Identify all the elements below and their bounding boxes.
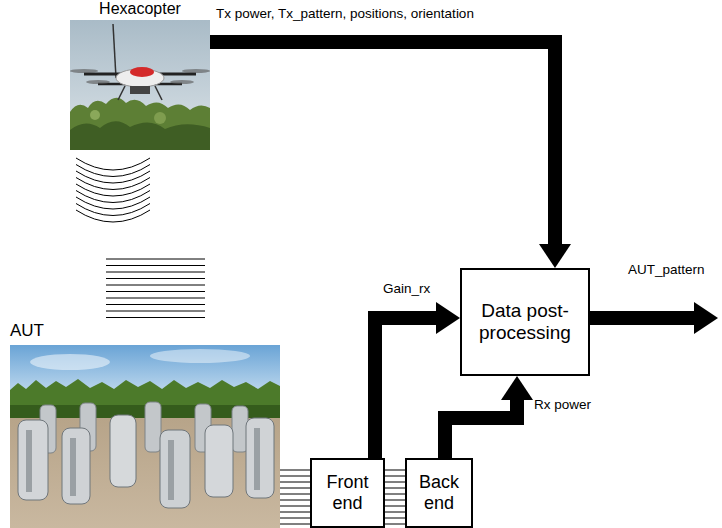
cable-line: [385, 512, 405, 513]
arrow-shaft: [445, 400, 517, 458]
process-box: Data post-processing: [460, 268, 590, 376]
wave: [106, 259, 205, 260]
output-arrow: [590, 302, 718, 334]
gimbal: [130, 86, 150, 94]
cable-bundle: [280, 470, 310, 524]
photo-title: Hexacopter: [70, 0, 210, 18]
cable-line: [385, 476, 405, 477]
cable-line: [280, 476, 310, 477]
wave: [106, 291, 205, 292]
wave: [106, 278, 205, 279]
wave: [76, 158, 150, 170]
antenna-panel: [246, 418, 274, 498]
wave: [76, 184, 150, 196]
hexacopter-photo: [70, 20, 210, 150]
signal-label: Tx power, Tx_pattern, positions, orienta…: [216, 6, 474, 22]
landing-leg: [118, 86, 125, 100]
cloud: [30, 354, 110, 370]
process-box: Back end: [405, 458, 473, 528]
panel-shade: [26, 430, 32, 492]
antenna: [113, 24, 116, 78]
foliage: [90, 110, 100, 120]
wave: [106, 317, 205, 318]
wave: [76, 171, 150, 183]
arrow-head: [501, 376, 533, 400]
antenna-panel: [18, 420, 48, 500]
box-label: Back end: [419, 472, 459, 514]
drone-cap: [130, 67, 154, 77]
arrow-shaft: [375, 318, 436, 458]
box-label: Front end: [326, 472, 368, 514]
wave: [76, 165, 150, 177]
cable-line: [385, 518, 405, 519]
arrow-shaft: [210, 42, 555, 244]
cable-line: [280, 512, 310, 513]
cable-line: [280, 494, 310, 495]
wave: [76, 204, 150, 216]
wave: [76, 191, 150, 203]
panel-shade: [168, 440, 174, 500]
photo-heading: Hexacopter: [70, 0, 210, 150]
sky: [70, 20, 210, 150]
cable-line: [385, 500, 405, 501]
panel-shade: [254, 428, 260, 490]
aut-photo: [10, 345, 280, 528]
plane-waves: [106, 259, 205, 318]
spherical-waves: [76, 158, 150, 222]
cable-line: [280, 482, 310, 483]
cable-line: [280, 518, 310, 519]
propeller: [182, 69, 210, 73]
cable-bundle: [385, 470, 405, 524]
wave: [106, 285, 205, 286]
foliage: [154, 112, 166, 124]
wave: [106, 304, 205, 305]
signal-label: AUT_pattern: [628, 262, 705, 278]
cable-line: [280, 506, 310, 507]
cable-line: [280, 470, 310, 471]
signal-arrow: [445, 376, 533, 458]
arrow-head: [539, 244, 571, 268]
photo-heading: AUT: [10, 321, 280, 528]
box-label: Data post-processing: [479, 300, 571, 345]
arrow-head: [694, 302, 718, 334]
arrow-shaft: [590, 311, 694, 325]
trees: [70, 98, 210, 150]
propeller: [86, 80, 110, 84]
landing-leg: [155, 86, 162, 100]
process-box: Front end: [310, 458, 385, 528]
antenna-panel: [110, 415, 136, 487]
wave: [106, 272, 205, 273]
antenna-panel: [62, 428, 90, 504]
propeller: [170, 80, 194, 84]
cable-line: [280, 500, 310, 501]
antenna-panel: [205, 425, 233, 497]
cable-line: [280, 488, 310, 489]
wave: [76, 197, 150, 209]
cable-line: [385, 482, 405, 483]
cloud: [150, 349, 250, 363]
panel-shade: [70, 438, 76, 496]
wave: [106, 298, 205, 299]
trees: [70, 121, 210, 150]
photo-title: AUT: [10, 321, 280, 341]
cable-line: [385, 506, 405, 507]
cable-line: [280, 524, 310, 525]
cable-line: [385, 524, 405, 525]
wave: [76, 210, 150, 222]
signal-arrow: [210, 42, 571, 268]
signal-label: Rx power: [534, 397, 591, 413]
signal-label: Gain_rx: [383, 281, 430, 297]
cable-line: [385, 488, 405, 489]
cable-line: [385, 470, 405, 471]
cable-line: [385, 494, 405, 495]
antenna-panel: [160, 430, 190, 508]
wave: [106, 311, 205, 312]
arrow-head: [436, 302, 460, 334]
wave: [76, 178, 150, 190]
antenna-panel: [145, 402, 161, 452]
propeller: [70, 69, 98, 73]
wave: [106, 265, 205, 266]
